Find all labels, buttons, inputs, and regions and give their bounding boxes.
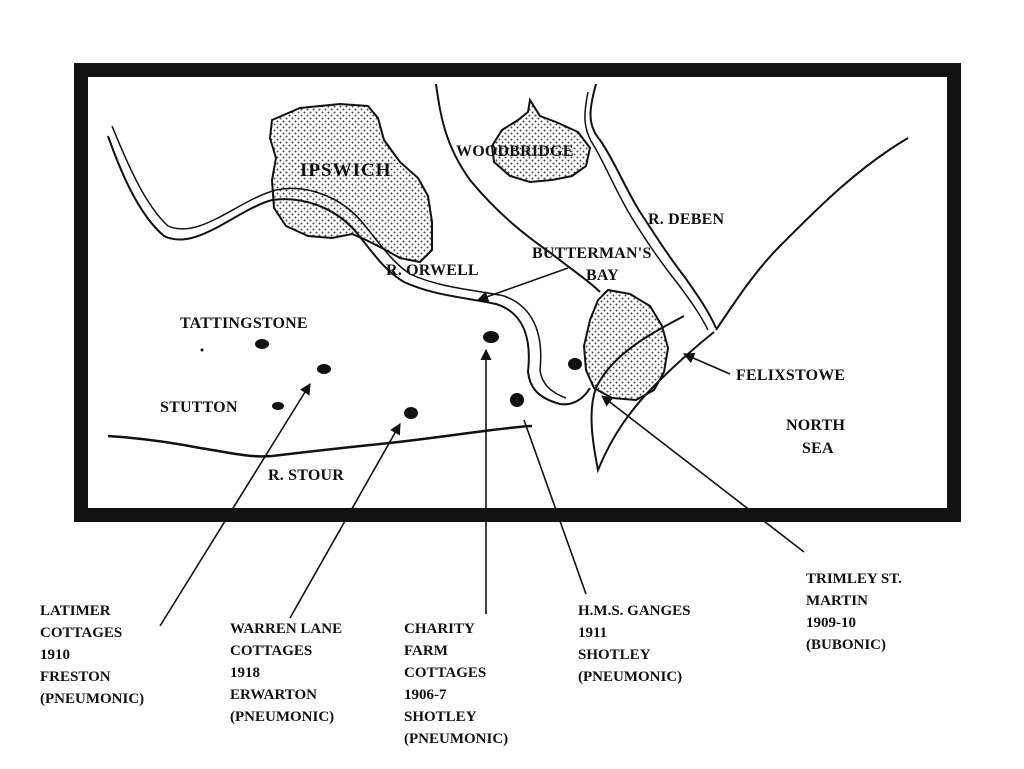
callout-line: (PNEUMONIC)	[404, 731, 509, 747]
river-orwell-south-bank	[111, 125, 567, 399]
callout-line: TRIMLEY ST.	[806, 571, 902, 587]
ipswich-area	[268, 102, 433, 264]
coastline	[715, 137, 909, 331]
callout-line: (PNEUMONIC)	[578, 669, 683, 685]
felixstowe-peninsula-outline	[590, 315, 715, 474]
label-ipswich: IPSWICH	[300, 160, 392, 181]
label-tattingstone: TATTINGSTONE	[180, 315, 308, 332]
callout-line: CHARITY	[404, 621, 475, 637]
case-marker-charity-farm	[483, 331, 499, 343]
callout-line: 1910	[40, 647, 70, 663]
case-marker-tattingstone	[255, 339, 269, 349]
label-north-sea-2: SEA	[802, 440, 834, 457]
map-frame	[74, 63, 961, 522]
river-deben-west-bank	[435, 83, 601, 293]
arrow-warren	[289, 423, 401, 619]
callout-line: WARREN LANE	[230, 621, 343, 637]
callout-line: MARTIN	[806, 593, 868, 609]
callout-latimer-cottages: LATIMER COTTAGES 1910 FRESTON (PNEUMONIC…	[40, 600, 144, 710]
label-felixstowe: FELIXSTOWE	[736, 367, 846, 384]
case-marker-ganges	[510, 393, 524, 407]
callout-line: COTTAGES	[230, 643, 313, 659]
callout-line: ERWARTON	[230, 687, 318, 703]
callout-line: 1909-10	[806, 615, 856, 631]
label-river-orwell: R. ORWELL	[386, 262, 479, 279]
case-marker-stutton	[272, 402, 284, 410]
callout-line: FARM	[404, 643, 448, 659]
label-buttermans-bay-2: BAY	[586, 267, 619, 284]
river-deben-inner-bank	[584, 91, 709, 331]
river-stour	[107, 424, 533, 458]
callout-line: COTTAGES	[40, 625, 123, 641]
arrow-buttermans-bay	[476, 267, 569, 302]
river-orwell-north-bank	[107, 135, 591, 406]
callout-line: COTTAGES	[404, 665, 487, 681]
arrow-latimer	[159, 383, 311, 627]
callout-line: (PNEUMONIC)	[40, 691, 145, 707]
callout-line: (PNEUMONIC)	[230, 709, 335, 725]
woodbridge-area	[490, 97, 592, 184]
label-stutton: STUTTON	[160, 399, 238, 416]
tattingstone-dot	[200, 348, 204, 352]
callout-warren-lane-cottages: WARREN LANE COTTAGES 1918 ERWARTON (PNEU…	[230, 618, 342, 728]
callout-hms-ganges: H.M.S. GANGES 1911 SHOTLEY (PNEUMONIC)	[578, 600, 691, 688]
callout-line: 1911	[578, 625, 608, 641]
arrow-trimley	[601, 395, 805, 553]
callout-line: SHOTLEY	[578, 647, 651, 663]
callout-line: LATIMER	[40, 603, 111, 619]
callout-line: FRESTON	[40, 669, 111, 685]
label-woodbridge: WOODBRIDGE	[456, 143, 574, 160]
callout-trimley-st-martin: TRIMLEY ST. MARTIN 1909-10 (BUBONIC)	[806, 568, 902, 656]
label-river-stour: R. STOUR	[268, 467, 344, 484]
callout-line: H.M.S. GANGES	[578, 603, 691, 619]
callout-charity-farm-cottages: CHARITY FARM COTTAGES 1906-7 SHOTLEY (PN…	[404, 618, 508, 750]
callout-line: (BUBONIC)	[806, 637, 887, 653]
arrow-ganges	[523, 419, 587, 595]
callout-line: SHOTLEY	[404, 709, 477, 725]
label-north-sea-1: NORTH	[786, 417, 846, 434]
label-river-deben: R. DEBEN	[648, 211, 725, 228]
case-marker-erwarton	[404, 407, 418, 419]
case-marker-freston	[317, 364, 331, 374]
label-buttermans-bay-1: BUTTERMAN'S	[532, 245, 652, 262]
callout-line: 1906-7	[404, 687, 447, 703]
arrow-felixstowe	[682, 352, 731, 375]
case-marker-trimley	[568, 358, 582, 370]
river-deben-east-bank	[589, 83, 717, 329]
callout-line: 1918	[230, 665, 260, 681]
